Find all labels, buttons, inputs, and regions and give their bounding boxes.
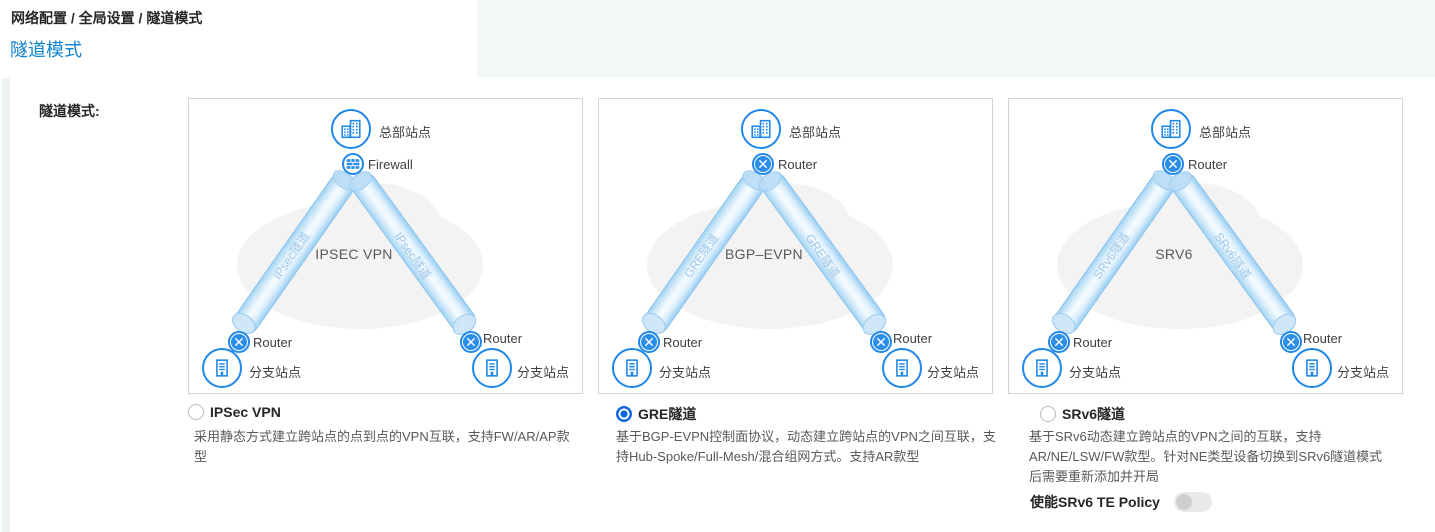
router-label-left: Router	[253, 335, 293, 350]
page-title: 隧道模式	[10, 40, 82, 60]
building-icon	[1300, 356, 1324, 380]
router-icon	[641, 334, 657, 350]
building-icon	[890, 356, 914, 380]
ipsec-vpn-radio[interactable]	[188, 404, 204, 420]
diagram-center-label: SRV6	[1155, 246, 1193, 262]
hq-site-label: 总部站点	[789, 125, 842, 140]
ipsec-vpn-description: 采用静态方式建立跨站点的点到点的VPN互联，支持FW/AR/AP款型	[194, 429, 570, 464]
router-label-right: Router	[483, 331, 523, 346]
gre-tunnel-radio[interactable]	[616, 406, 632, 422]
branch-site-node-left	[1022, 348, 1062, 388]
gateway-label: Firewall	[368, 157, 413, 172]
branch-site-label-right: 分支站点	[517, 365, 570, 380]
hq-site-node	[1151, 109, 1191, 149]
building-icon	[210, 356, 234, 380]
router-label-left: Router	[663, 335, 703, 350]
srv6-tunnel-radio-label[interactable]: SRv6隧道	[1062, 406, 1126, 422]
radio-option-ipsec-vpn[interactable]: IPSec VPN	[188, 404, 281, 420]
router-label-left: Router	[1073, 335, 1113, 350]
branch-site-node-left	[202, 348, 242, 388]
router-node-left	[638, 331, 660, 353]
branch-site-node-right	[882, 348, 922, 388]
branch-site-node-right	[1292, 348, 1332, 388]
branch-site-node-left	[612, 348, 652, 388]
router-node-right	[1280, 331, 1302, 353]
radio-option-srv6-tunnel[interactable]: SRv6隧道	[1040, 404, 1125, 424]
branch-site-label-right: 分支站点	[1337, 365, 1390, 380]
srv6-te-policy-row: 使能SRv6 TE Policy	[1030, 492, 1212, 512]
hq-site-node	[741, 109, 781, 149]
tunnel-card-gre: GRE隧道 GRE隧道 BGP–EVPN 总部站点 Router Router …	[598, 98, 993, 394]
router-label-right: Router	[893, 331, 933, 346]
building-icon	[1030, 356, 1054, 380]
router-node-right	[460, 331, 482, 353]
router-node-right	[870, 331, 892, 353]
tunnel-card-ipsec-vpn: IPsec隧道 IPsec隧道 IPSEC VPN 总部站点 Firewall …	[188, 98, 583, 394]
diagram-center-label: BGP–EVPN	[725, 246, 803, 262]
router-node-left	[228, 331, 250, 353]
router-icon	[231, 334, 247, 350]
router-icon	[463, 334, 479, 350]
header-background-band	[477, 0, 1435, 78]
gateway-label: Router	[1188, 157, 1228, 172]
branch-site-label-left: 分支站点	[249, 365, 302, 380]
srv6-tunnel-radio[interactable]	[1040, 406, 1056, 422]
gateway-node	[752, 153, 774, 175]
router-icon	[873, 334, 889, 350]
building-icon	[620, 356, 644, 380]
router-node-left	[1048, 331, 1070, 353]
building-icon	[480, 356, 504, 380]
router-icon	[755, 156, 771, 172]
tunnel-card-srv6: SRv6隧道 SRv6隧道 SRV6 总部站点 Router Router Ro…	[1008, 98, 1403, 394]
gateway-node	[1162, 153, 1184, 175]
hq-site-label: 总部站点	[379, 125, 432, 140]
hq-site-label: 总部站点	[1199, 125, 1252, 140]
tunnel-mode-form-label: 隧道模式:	[39, 103, 100, 119]
branch-site-label-left: 分支站点	[1069, 365, 1122, 380]
branch-site-node-right	[472, 348, 512, 388]
buildings-icon	[749, 117, 773, 141]
buildings-icon	[339, 117, 363, 141]
router-label-right: Router	[1303, 331, 1343, 346]
hq-site-node	[331, 109, 371, 149]
breadcrumb: 网络配置 / 全局设置 / 隧道模式	[11, 10, 203, 26]
branch-site-label-left: 分支站点	[659, 365, 712, 380]
srv6-tunnel-description: 基于SRv6动态建立跨站点的VPN之间的互联，支持AR/NE/LSW/FW款型。…	[1029, 429, 1383, 484]
left-gutter	[2, 78, 10, 532]
toggle-knob	[1175, 494, 1192, 510]
router-icon	[1283, 334, 1299, 350]
gre-tunnel-radio-label[interactable]: GRE隧道	[638, 406, 697, 422]
srv6-te-policy-label: 使能SRv6 TE Policy	[1030, 494, 1160, 510]
gateway-node	[342, 153, 364, 175]
buildings-icon	[1159, 117, 1183, 141]
router-icon	[1165, 156, 1181, 172]
ipsec-vpn-radio-label[interactable]: IPSec VPN	[210, 404, 281, 420]
router-icon	[1051, 334, 1067, 350]
gre-tunnel-description: 基于BGP-EVPN控制面协议，动态建立跨站点的VPN之间互联，支持Hub-Sp…	[616, 429, 996, 464]
srv6-te-policy-toggle[interactable]	[1173, 492, 1212, 512]
firewall-icon	[346, 157, 360, 171]
branch-site-label-right: 分支站点	[927, 365, 980, 380]
radio-option-gre-tunnel[interactable]: GRE隧道	[616, 404, 696, 424]
diagram-center-label: IPSEC VPN	[315, 246, 393, 262]
gateway-label: Router	[778, 157, 818, 172]
